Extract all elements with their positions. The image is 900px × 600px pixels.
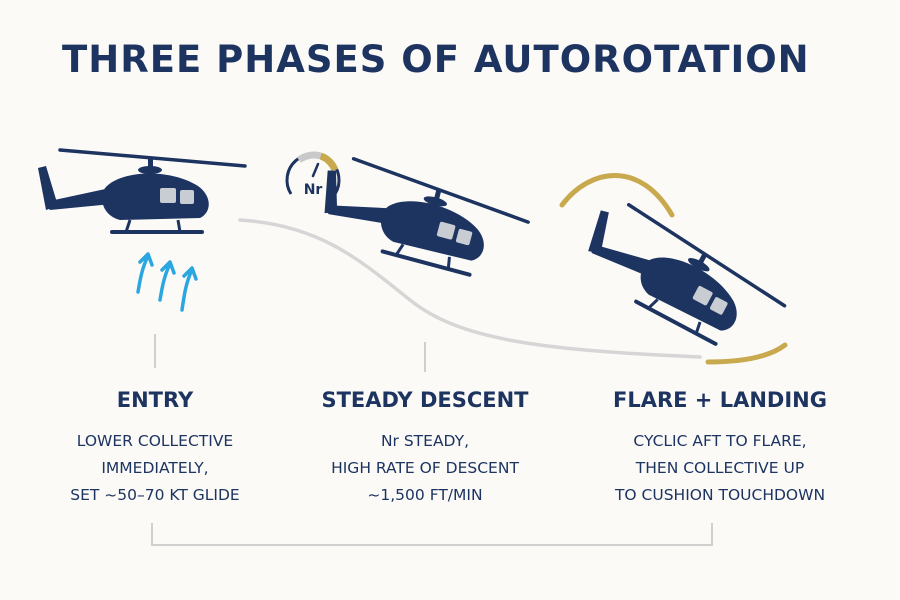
page-title: THREE PHASES OF AUTOROTATION xyxy=(62,38,810,81)
phase-desc-line: TO CUSHION TOUCHDOWN xyxy=(614,486,826,504)
phase-desc-steady-descent: Nr STEADY, HIGH RATE OF DESCENT ~1,500 F… xyxy=(290,428,560,509)
phase-desc-line: Nr STEADY, xyxy=(380,432,470,450)
phase-bracket xyxy=(151,523,713,546)
phase-desc-entry: LOWER COLLECTIVE IMMEDIATELY, SET ~50–70… xyxy=(20,428,290,509)
descent-path xyxy=(238,218,702,359)
helicopter-icon xyxy=(36,148,247,234)
phase-desc-line: SET ~50–70 KT GLIDE xyxy=(70,486,240,504)
phase-title-entry: ENTRY xyxy=(116,388,194,412)
flare-arc-icon xyxy=(559,173,675,218)
rotor-rpm-gauge-icon: Nr xyxy=(285,151,341,198)
phase-desc-line: ~1,500 FT/MIN xyxy=(367,486,483,504)
phase-desc-line: CYCLIC AFT TO FLARE, xyxy=(633,432,807,450)
phase-desc-flare-landing: CYCLIC AFT TO FLARE, THEN COLLECTIVE UP … xyxy=(575,428,865,509)
phase-title-flare-landing: FLARE + LANDING xyxy=(613,388,827,412)
helicopter-icon xyxy=(309,151,535,288)
touchdown-mark xyxy=(705,342,788,365)
phase-desc-line: HIGH RATE OF DESCENT xyxy=(331,459,519,477)
phase-desc-line: IMMEDIATELY, xyxy=(101,459,209,477)
helicopter-icon xyxy=(571,194,792,364)
phase-title-steady-descent: STEADY DESCENT xyxy=(321,388,529,412)
gauge-label: Nr xyxy=(304,182,323,198)
phase-desc-line: THEN COLLECTIVE UP xyxy=(635,459,805,477)
airflow-arrow-icon xyxy=(136,252,198,312)
phase-desc-line: LOWER COLLECTIVE xyxy=(76,432,234,450)
